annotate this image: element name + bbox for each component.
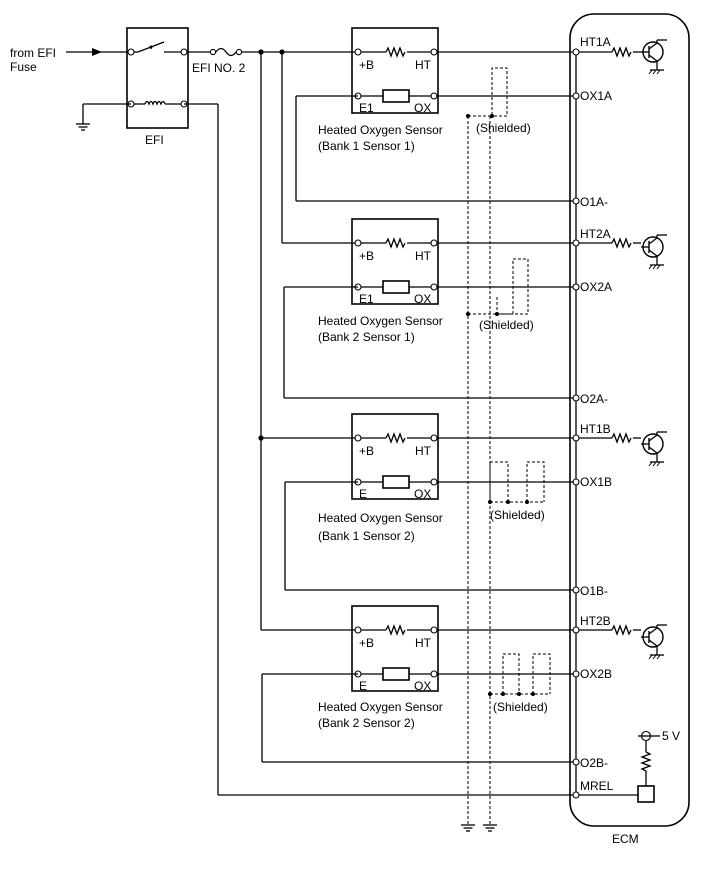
terminal-o1a: O1A-: [580, 195, 608, 209]
sensor-element: [382, 280, 410, 294]
sensor-location: (Bank 1 Sensor 1): [318, 139, 415, 153]
pin-ht: HT: [415, 249, 432, 263]
terminal-o2b: O2B-: [580, 756, 608, 770]
sensor-element: [382, 89, 410, 103]
sensor-location: (Bank 2 Sensor 1): [318, 330, 415, 344]
sensor-bank1-sensor2: +B HT E OX Heated Oxygen Sensor (Bank 1 …: [318, 413, 443, 543]
input-arrow: [92, 48, 102, 56]
pin-ox: OX: [414, 487, 431, 501]
terminal-mrel: MREL: [580, 779, 614, 793]
pin-b: +B: [359, 636, 374, 650]
terminal-ht1a: HT1A: [580, 35, 611, 49]
pin-ht: HT: [415, 444, 432, 458]
sensor-name: Heated Oxygen Sensor: [318, 314, 443, 328]
pin-b: +B: [359, 58, 374, 72]
terminal-ox2a: OX2A: [580, 280, 612, 294]
shield-label: (Shielded): [479, 318, 534, 332]
terminal-ht1b: HT1B: [580, 422, 611, 436]
sensor-name: Heated Oxygen Sensor: [318, 511, 443, 525]
input-label-1: from EFI: [10, 46, 56, 60]
terminal-ox1b: OX1B: [580, 475, 612, 489]
terminal-ht2a: HT2A: [580, 227, 611, 241]
heater-resistor: [385, 237, 406, 249]
pin-ox: OX: [414, 292, 431, 306]
heater-resistor: [385, 46, 406, 58]
sensor-location: (Bank 1 Sensor 2): [318, 529, 415, 543]
shield-label: (Shielded): [490, 508, 545, 522]
pin-ox: OX: [414, 101, 431, 115]
sensor-bank2-sensor1: +B HT E1 OX Heated Oxygen Sensor (Bank 2…: [318, 218, 443, 344]
terminal-ht2b: HT2B: [580, 614, 611, 628]
terminal-ox1a: OX1A: [580, 89, 612, 103]
pin-ht: HT: [415, 58, 432, 72]
pin-e: E1: [359, 101, 374, 115]
shield-label: (Shielded): [476, 121, 531, 135]
ecm-box: [569, 13, 690, 827]
shield-label: (Shielded): [493, 700, 548, 714]
efi-no2-fuse: [215, 47, 237, 57]
terminal-o2a: O2A-: [580, 392, 608, 406]
supply-label: 5 V: [662, 729, 680, 743]
sensor-name: Heated Oxygen Sensor: [318, 123, 443, 137]
pullup-resistor: [640, 751, 652, 772]
sensor-element: [382, 475, 410, 489]
terminal-o1b: O1B-: [580, 584, 608, 598]
efi-relay-box: [126, 27, 189, 129]
heater-resistor: [385, 432, 406, 444]
sensor-bank2-sensor2: +B HT E OX Heated Oxygen Sensor (Bank 2 …: [318, 605, 443, 730]
input-label-2: Fuse: [10, 60, 37, 74]
pin-ox: OX: [414, 679, 431, 693]
ht1a-resistor: [611, 46, 632, 58]
pin-b: +B: [359, 444, 374, 458]
heater-resistor: [385, 624, 406, 636]
pin-ht: HT: [415, 636, 432, 650]
ht1b-resistor: [611, 432, 632, 444]
pin-e: E1: [359, 292, 374, 306]
ht2b-resistor: [611, 624, 632, 636]
efi-relay-label: EFI: [145, 133, 164, 147]
ecm-terminals: HT1A OX1A O1A- HT2A OX2A O2A- HT1B OX1B …: [572, 35, 614, 799]
ht2a-resistor: [611, 237, 632, 249]
mrel-driver: [637, 785, 655, 803]
pin-e: E: [359, 679, 367, 693]
efi-no2-label: EFI NO. 2: [192, 61, 246, 75]
pin-e: E: [359, 487, 367, 501]
relay-coil: [144, 100, 166, 106]
terminal-ox2b: OX2B: [580, 667, 612, 681]
ecm-label: ECM: [612, 832, 639, 846]
sensor-element: [382, 667, 410, 681]
sensor-bank1-sensor1: +B HT E1 OX Heated Oxygen Sensor (Bank 1…: [318, 27, 443, 153]
pin-b: +B: [359, 249, 374, 263]
sensor-name: Heated Oxygen Sensor: [318, 700, 443, 714]
sensor-location: (Bank 2 Sensor 2): [318, 716, 415, 730]
